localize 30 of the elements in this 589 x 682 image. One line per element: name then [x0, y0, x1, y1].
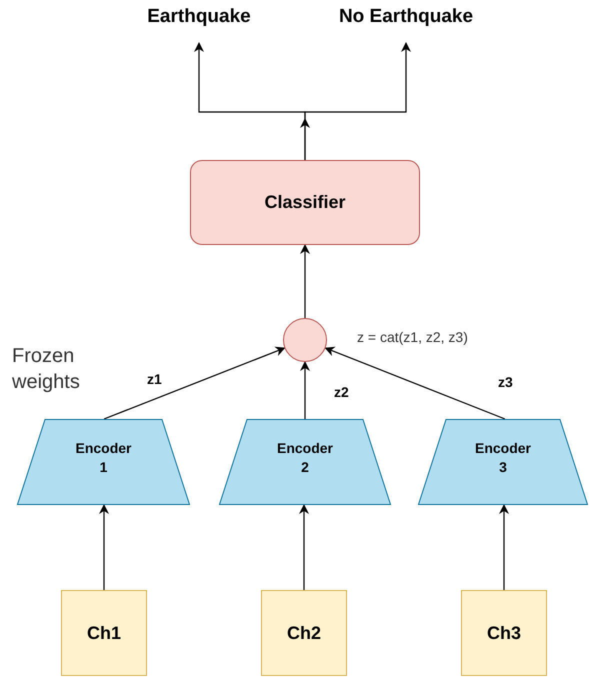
formula-label: z = cat(z1, z2, z3)	[357, 329, 468, 345]
channel-box	[461, 590, 547, 676]
edge-label: z2	[333, 384, 350, 400]
arrow	[300, 361, 310, 419]
node-label: Encoder 2	[276, 439, 334, 477]
arrow	[304, 42, 411, 160]
arrow	[300, 244, 310, 318]
arrow	[324, 346, 506, 420]
encoder-trapezoid	[17, 419, 190, 505]
node-label: Encoder 1	[74, 439, 132, 477]
node-label: Classifier	[264, 191, 346, 214]
node-label: Ch3	[486, 622, 521, 645]
node-label: No Earthquake	[338, 5, 474, 30]
arrow	[299, 504, 309, 590]
arrow	[499, 504, 509, 590]
merge-circle	[283, 318, 327, 362]
channel-box	[261, 590, 347, 676]
encoder-trapezoid	[219, 419, 391, 505]
encoder-trapezoid	[418, 419, 588, 505]
classifier-box	[190, 160, 420, 245]
note-text: Frozen weights	[12, 344, 81, 395]
node-label: Ch1	[86, 622, 121, 645]
node-label: Encoder 3	[474, 439, 532, 477]
channel-box	[61, 590, 147, 676]
edge-label: z3	[497, 374, 514, 390]
edge-label: z1	[146, 371, 163, 387]
node-label: Earthquake	[147, 5, 251, 30]
node-label: Ch2	[286, 622, 321, 645]
arrow	[99, 504, 109, 590]
arrow	[104, 346, 286, 420]
